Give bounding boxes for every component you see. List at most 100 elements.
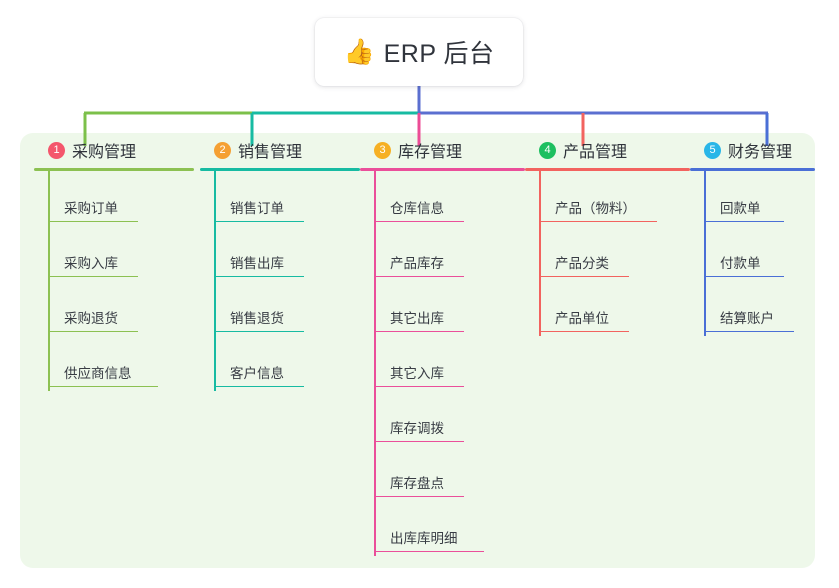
- menu-item-underline: [374, 275, 464, 277]
- module-header-1[interactable]: 1 采购管理: [34, 133, 194, 167]
- module-header-2[interactable]: 2 销售管理: [200, 133, 360, 167]
- menu-item[interactable]: 采购入库: [34, 226, 194, 281]
- menu-item-underline: [539, 330, 629, 332]
- menu-item-label: 库存盘点: [390, 476, 444, 491]
- menu-item[interactable]: 付款单: [690, 226, 815, 281]
- menu-item-label: 出库库明细: [390, 531, 458, 546]
- menu-item-label: 采购订单: [64, 201, 118, 216]
- module-index-badge: 3: [374, 141, 391, 159]
- menu-item-underline: [214, 385, 304, 387]
- menu-item[interactable]: 销售退货: [200, 281, 360, 336]
- module-branch: 产品（物料） 产品分类产品单位: [525, 171, 690, 336]
- module-index-badge: 5: [704, 141, 721, 159]
- menu-item-underline: [704, 330, 794, 332]
- menu-item[interactable]: 供应商信息: [34, 336, 194, 391]
- menu-item-underline: [48, 385, 158, 387]
- menu-item-label: 其它入库: [390, 366, 444, 381]
- menu-item[interactable]: 产品单位: [525, 281, 690, 336]
- module-branch: 采购订单采购入库采购退货供应商信息: [34, 171, 194, 391]
- menu-item-underline: [374, 495, 464, 497]
- module-title: 产品管理: [563, 144, 628, 161]
- menu-item-label: 库存调拨: [390, 421, 444, 436]
- menu-item-label: 采购入库: [64, 256, 118, 271]
- module-title: 采购管理: [72, 144, 137, 161]
- menu-item[interactable]: 采购退货: [34, 281, 194, 336]
- module-column-2: 2 销售管理销售订单销售出库销售退货客户信息: [200, 133, 360, 391]
- module-index-badge: 1: [48, 141, 65, 159]
- menu-item-label: 付款单: [720, 256, 761, 271]
- branch-spine-line: [539, 171, 541, 336]
- menu-item-underline: [539, 275, 629, 277]
- menu-item[interactable]: 客户信息: [200, 336, 360, 391]
- menu-item-underline: [48, 275, 138, 277]
- module-columns: 1 采购管理采购订单采购入库采购退货供应商信息 2 销售管理销售订单销售出库销售退货客…: [20, 133, 815, 568]
- module-column-5: 5 财务管理回款单付款单结算账户: [690, 133, 815, 336]
- menu-item-label: 客户信息: [230, 366, 284, 381]
- menu-item-underline: [374, 385, 464, 387]
- menu-item-underline: [48, 220, 138, 222]
- branch-spine-line: [48, 171, 50, 391]
- menu-item-label: 供应商信息: [64, 366, 132, 381]
- menu-item-label: 回款单: [720, 201, 761, 216]
- menu-item-underline: [374, 550, 484, 552]
- menu-item[interactable]: 其它出库: [360, 281, 525, 336]
- menu-item[interactable]: 产品分类: [525, 226, 690, 281]
- module-title: 库存管理: [398, 144, 463, 161]
- menu-item-underline: [539, 220, 657, 222]
- menu-item-label: 产品分类: [555, 256, 609, 271]
- branch-spine-line: [704, 171, 706, 336]
- menu-item-label: 结算账户: [720, 311, 774, 326]
- branch-spine-line: [214, 171, 216, 391]
- menu-item[interactable]: 库存调拨: [360, 391, 525, 446]
- menu-item[interactable]: 结算账户: [690, 281, 815, 336]
- module-branch: 销售订单销售出库销售退货客户信息: [200, 171, 360, 391]
- module-index-badge: 4: [539, 141, 556, 159]
- module-title: 财务管理: [728, 144, 793, 161]
- menu-item-underline: [214, 330, 304, 332]
- module-underline: [34, 168, 194, 171]
- menu-item-label: 产品库存: [390, 256, 444, 271]
- connector-lines: [83, 86, 769, 146]
- menu-item[interactable]: 产品（物料）: [525, 171, 690, 226]
- root-node-title: ERP 后台: [383, 40, 495, 68]
- menu-item[interactable]: 仓库信息: [360, 171, 525, 226]
- menu-item-label: 其它出库: [390, 311, 444, 326]
- module-column-4: 4 产品管理产品（物料） 产品分类产品单位: [525, 133, 690, 336]
- module-title: 销售管理: [238, 144, 303, 161]
- menu-item[interactable]: 采购订单: [34, 171, 194, 226]
- root-node-erp-backend[interactable]: 👍 ERP 后台: [315, 18, 523, 86]
- branch-spine-line: [374, 171, 376, 556]
- module-branch: 回款单付款单结算账户: [690, 171, 815, 336]
- module-underline: [200, 168, 360, 171]
- menu-item[interactable]: 出库库明细: [360, 501, 525, 556]
- menu-item-label: 销售订单: [230, 201, 284, 216]
- menu-item-label: 仓库信息: [390, 201, 444, 216]
- menu-item[interactable]: 其它入库: [360, 336, 525, 391]
- menu-item-underline: [214, 275, 304, 277]
- menu-item-label: 销售出库: [230, 256, 284, 271]
- module-column-1: 1 采购管理采购订单采购入库采购退货供应商信息: [34, 133, 194, 391]
- module-header-3[interactable]: 3 库存管理: [360, 133, 525, 167]
- module-header-4[interactable]: 4 产品管理: [525, 133, 690, 167]
- module-index-badge: 2: [214, 141, 231, 159]
- module-underline: [360, 168, 525, 171]
- menu-item[interactable]: 产品库存: [360, 226, 525, 281]
- menu-item-label: 产品（物料）: [555, 201, 636, 216]
- menu-item-underline: [214, 220, 304, 222]
- menu-item-label: 销售退货: [230, 311, 284, 326]
- menu-item[interactable]: 库存盘点: [360, 446, 525, 501]
- thumbs-up-icon: 👍: [343, 37, 375, 66]
- module-header-5[interactable]: 5 财务管理: [690, 133, 815, 167]
- module-column-3: 3 库存管理仓库信息产品库存其它出库其它入库库存调拨库存盘点出库库明细: [360, 133, 525, 556]
- module-branch: 仓库信息产品库存其它出库其它入库库存调拨库存盘点出库库明细: [360, 171, 525, 556]
- menu-item[interactable]: 回款单: [690, 171, 815, 226]
- menu-item-label: 产品单位: [555, 311, 609, 326]
- menu-item-underline: [374, 220, 464, 222]
- module-underline: [525, 168, 690, 171]
- menu-item-underline: [374, 330, 464, 332]
- menu-item[interactable]: 销售订单: [200, 171, 360, 226]
- menu-item[interactable]: 销售出库: [200, 226, 360, 281]
- module-underline: [690, 168, 815, 171]
- menu-item-label: 采购退货: [64, 311, 118, 326]
